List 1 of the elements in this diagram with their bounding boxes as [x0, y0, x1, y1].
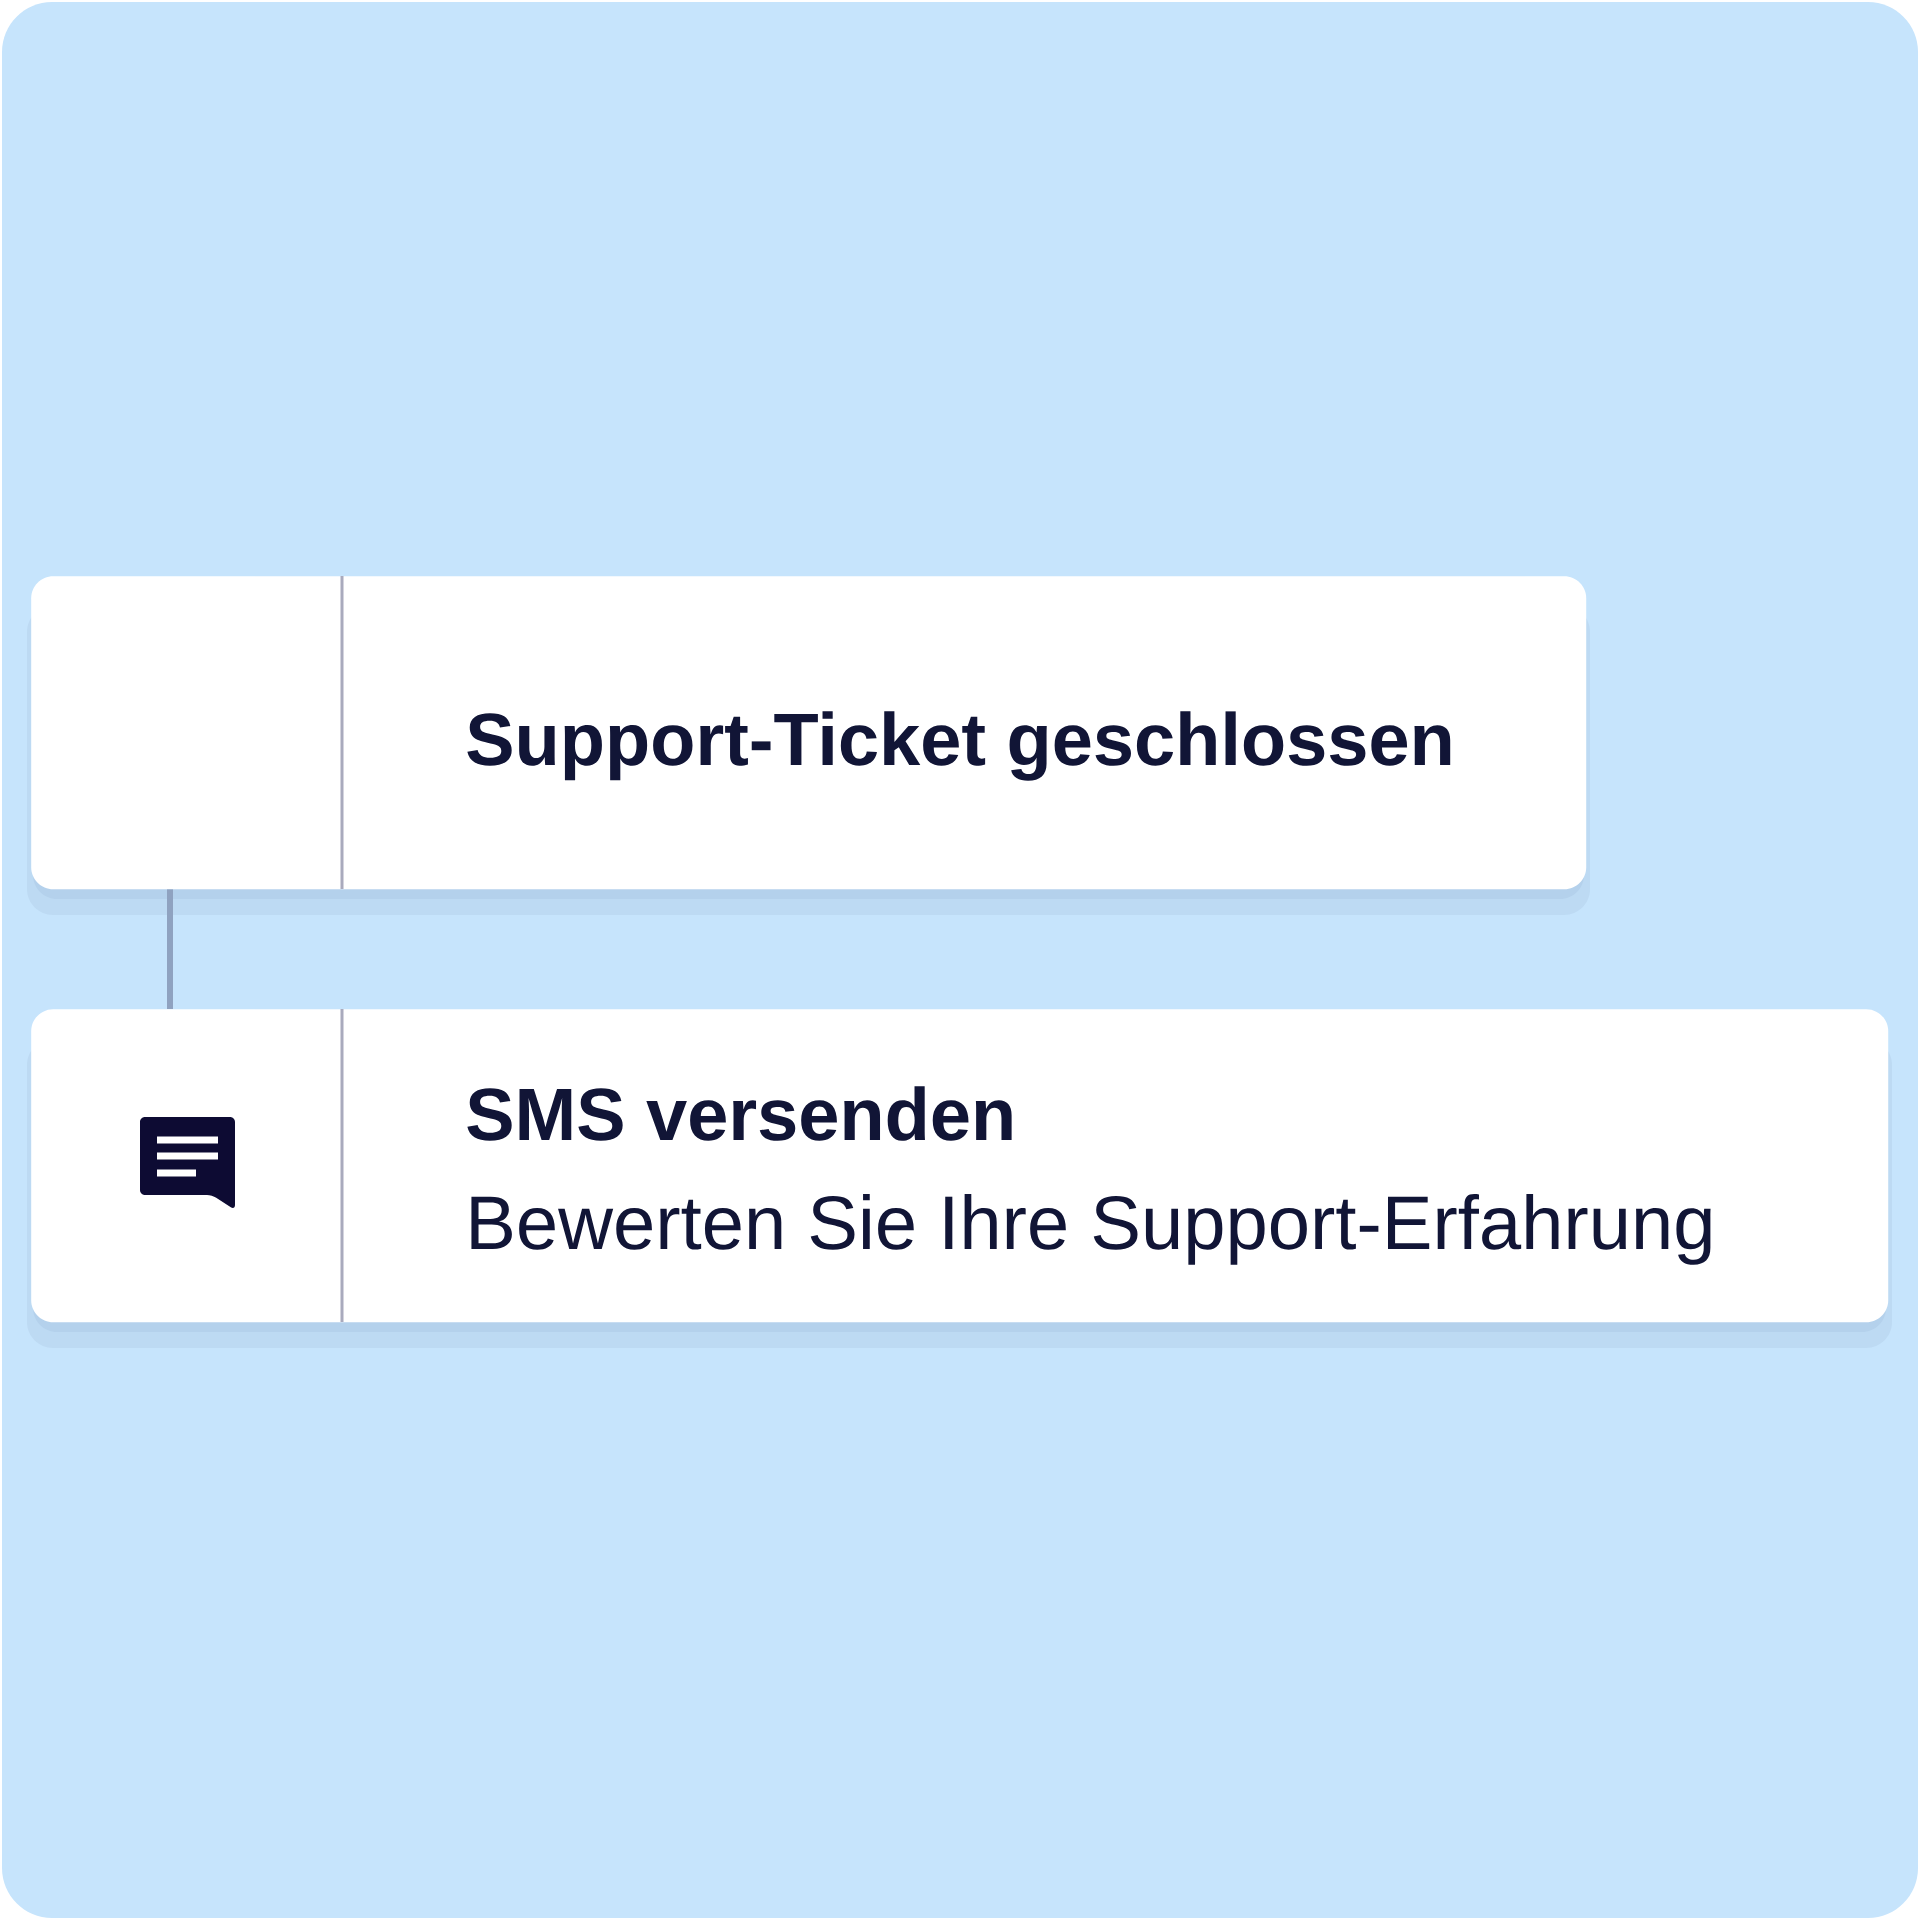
connector-line [167, 889, 173, 1009]
